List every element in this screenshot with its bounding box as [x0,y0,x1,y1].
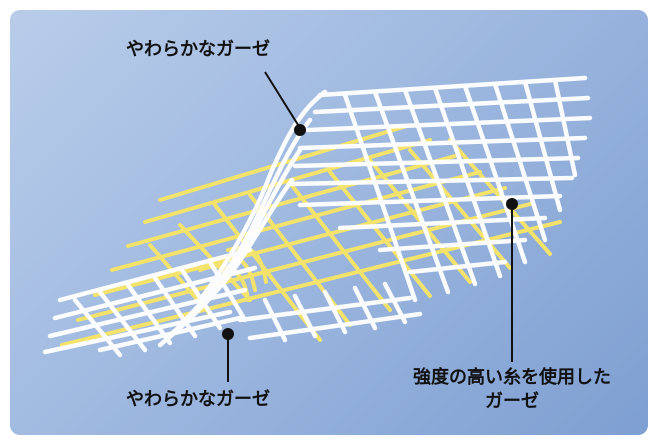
label-strong-gauze-line1: 強度の高い糸を使用した [413,367,611,388]
label-strong-gauze-line2: ガーゼ [485,391,539,413]
leader-right [506,198,518,362]
label-top-soft-gauze: やわらかなガーゼ [126,39,270,60]
leader-bottom [222,328,234,382]
leader-top [264,71,306,136]
label-strong-gauze: 強度の高い糸を使用した ガーゼ [382,366,642,415]
soft-gauze [42,75,593,358]
label-bottom-soft-gauze: やわらかなガーゼ [126,389,270,410]
